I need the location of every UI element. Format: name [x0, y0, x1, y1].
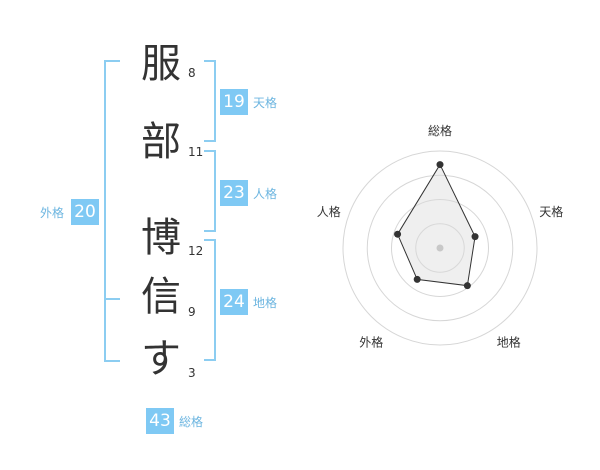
tenkaku-value: 19: [220, 89, 248, 115]
radar-grid-ring-3: [366, 174, 514, 322]
name-char-1: 服: [141, 41, 181, 87]
soukaku-value: 43: [146, 408, 174, 434]
radar-axis-label-1: 総格: [428, 123, 452, 138]
radar-grid-ring-1: [415, 223, 465, 273]
name-char-3: 博: [141, 215, 181, 261]
jinkaku-bracket: [204, 150, 216, 232]
name-char-5: す: [141, 336, 181, 382]
name-char-2: 部: [141, 119, 181, 165]
tenkaku-label: 天格: [253, 96, 278, 110]
radar-grid-ring-4: [342, 150, 538, 346]
radar-axis-label-2: 天格: [539, 204, 563, 219]
tenkaku-bracket: [204, 60, 216, 142]
chikaku-label: 地格: [253, 296, 278, 310]
stroke-count-1: 8: [188, 66, 196, 80]
chikaku-bracket: [204, 239, 216, 361]
jinkaku-value: 23: [220, 180, 248, 206]
radar-point-1: [436, 161, 444, 169]
stroke-count-3: 12: [188, 244, 204, 258]
soukaku-label: 総格: [179, 415, 204, 429]
chikaku-value: 24: [220, 289, 248, 315]
radar-point-5: [394, 230, 402, 238]
name-char-4: 信: [141, 274, 181, 320]
gaikaku-label: 外格: [40, 206, 65, 220]
gaikaku-bracket: [104, 60, 120, 362]
radar-axis-label-4: 外格: [359, 335, 383, 350]
radar-grid-ring-2: [391, 199, 489, 297]
stroke-count-5: 3: [188, 366, 196, 380]
radar-axis-label-5: 人格: [317, 204, 341, 219]
stroke-count-4: 9: [188, 305, 196, 319]
radar-point-2: [471, 233, 479, 241]
gaikaku-bracket-divider: [106, 298, 120, 300]
stroke-count-2: 11: [188, 145, 204, 159]
jinkaku-label: 人格: [253, 187, 278, 201]
gaikaku-value: 20: [71, 199, 99, 225]
radar-axis-label-3: 地格: [497, 335, 521, 350]
radar-center-dot: [436, 244, 444, 252]
radar-point-3: [463, 282, 471, 290]
radar-data-polygon: [397, 163, 476, 287]
radar-point-4: [413, 275, 421, 283]
